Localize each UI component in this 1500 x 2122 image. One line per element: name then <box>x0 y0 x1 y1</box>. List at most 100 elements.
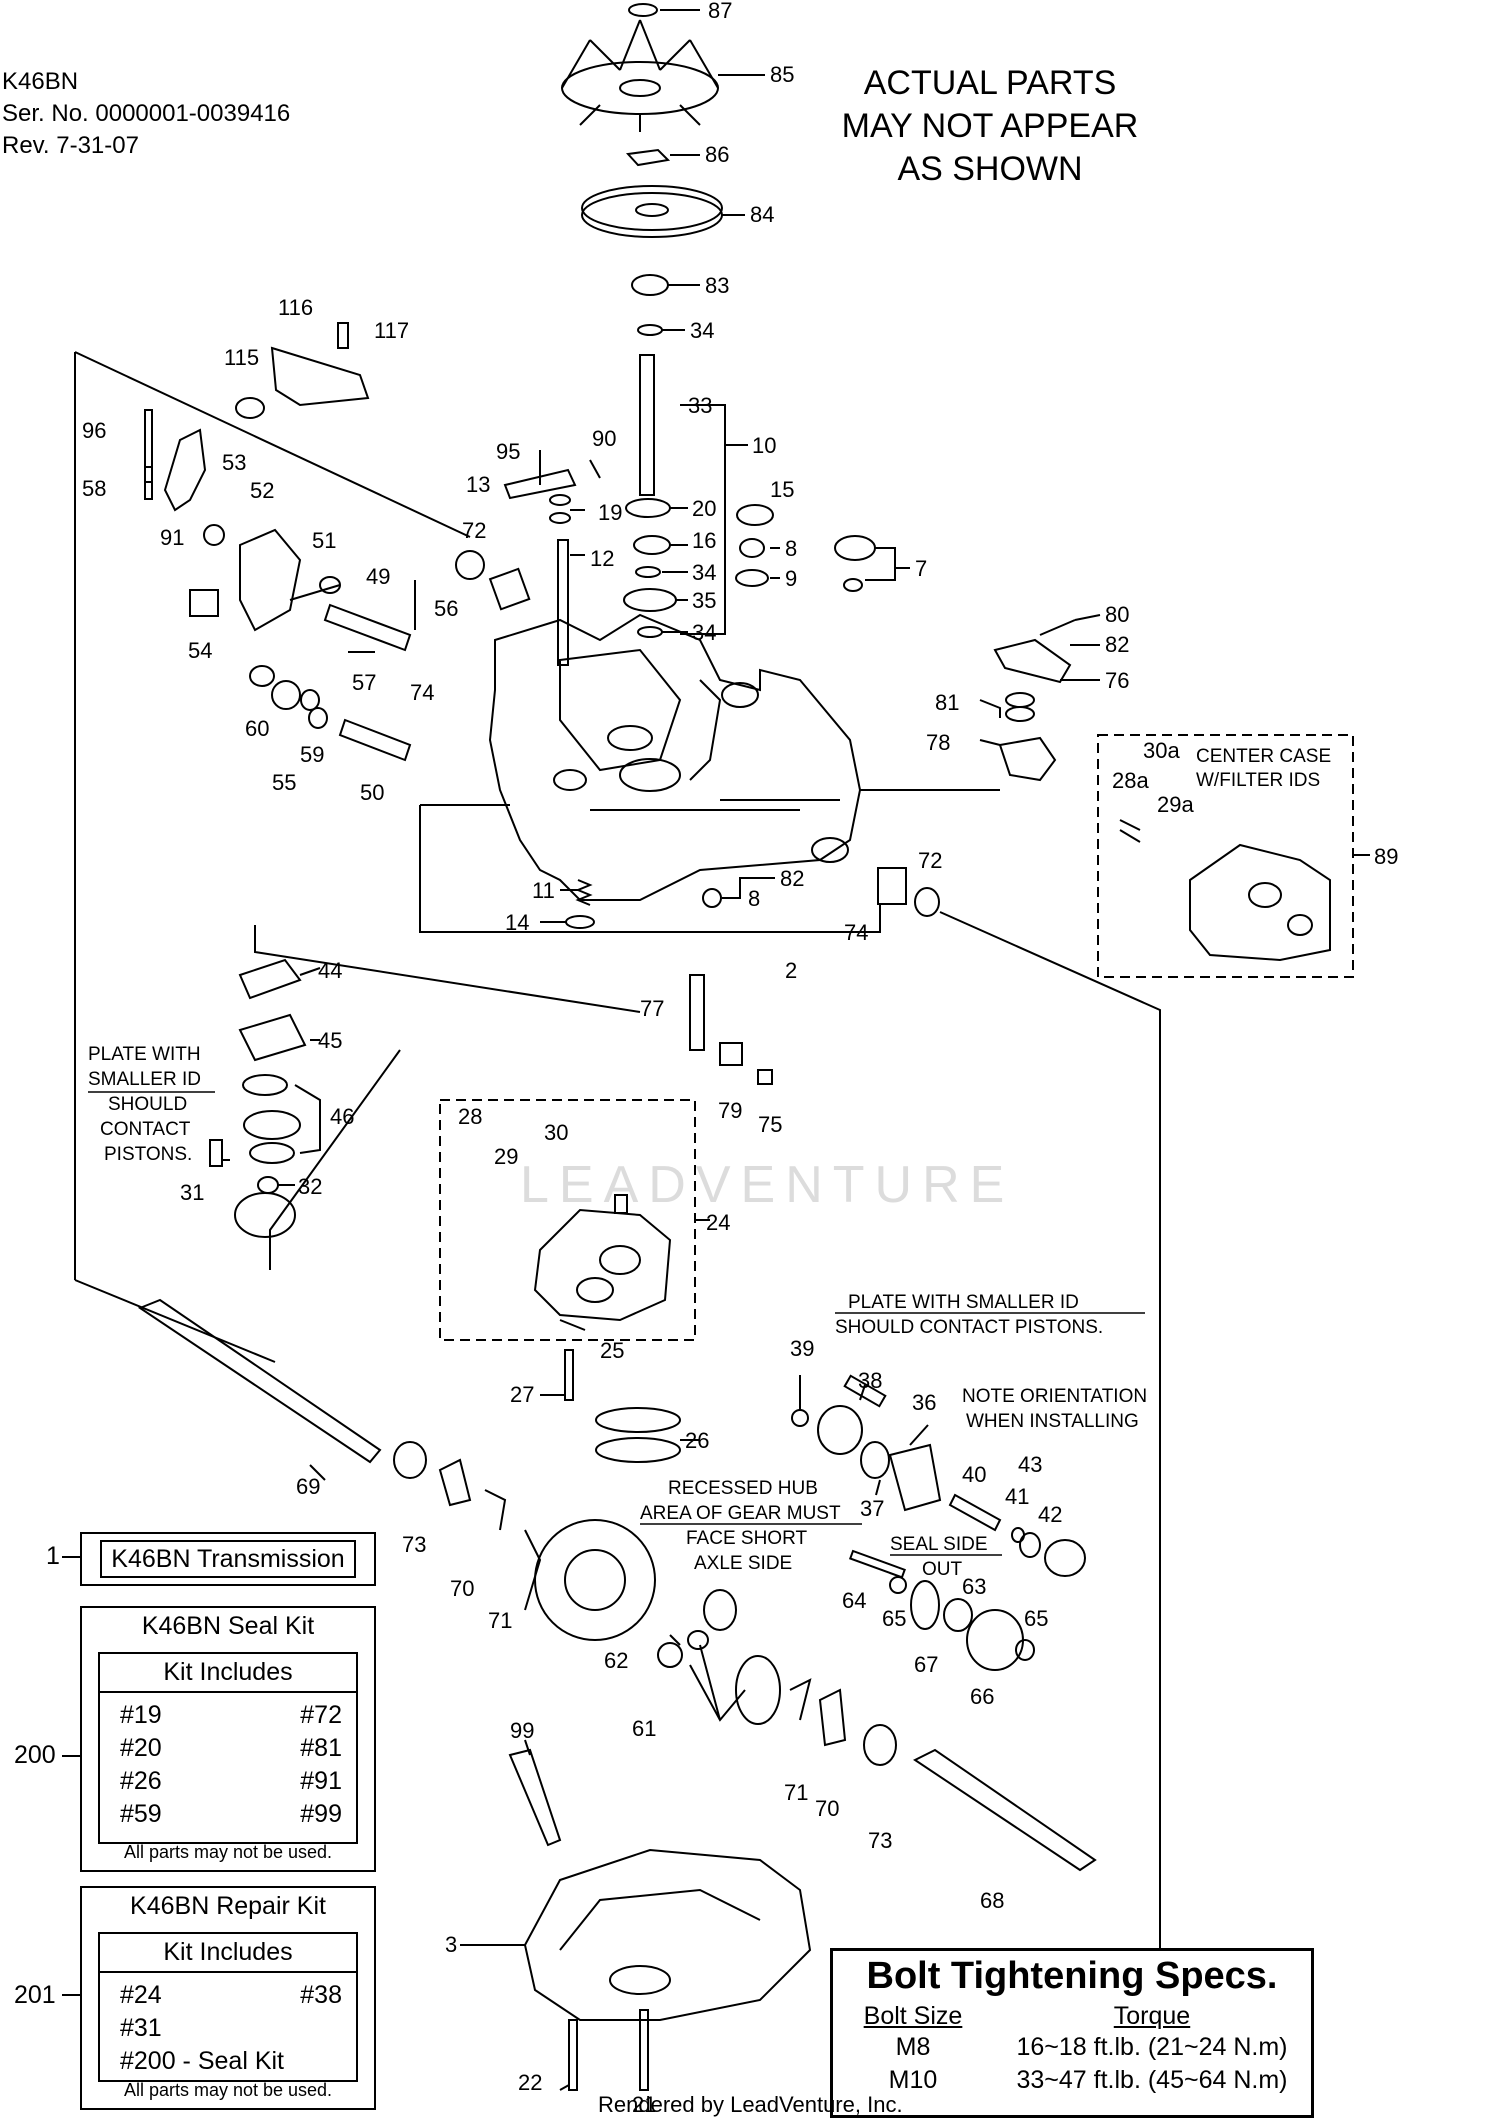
callout: 24 <box>706 1210 730 1235</box>
callout: 50 <box>360 780 384 805</box>
callout: 86 <box>705 142 729 167</box>
callout: 71 <box>488 1608 512 1633</box>
kit-item: #26 <box>120 1767 162 1795</box>
part-callouts: 87 85 86 84 83 34 33 10 95 90 13 19 20 1… <box>82 0 1398 2117</box>
seal-kit-ref-number: 200 <box>14 1741 56 1769</box>
callout: 85 <box>770 62 794 87</box>
callout: 54 <box>188 638 212 663</box>
callout: 20 <box>692 496 716 521</box>
callout: 51 <box>312 528 336 553</box>
callout: 77 <box>640 996 664 1021</box>
callout: 79 <box>718 1098 742 1123</box>
bolt-torque: 16~18 ft.lb. (21~24 N.m) <box>1016 2033 1288 2061</box>
callout: 60 <box>245 716 269 741</box>
bolt-spec-row: M8 16~18 ft.lb. (21~24 N.m) <box>833 2031 1311 2064</box>
callout: 42 <box>1038 1502 1062 1527</box>
bolt-spec-row: M10 33~47 ft.lb. (45~64 N.m) <box>833 2064 1311 2097</box>
notice-line: ACTUAL PARTS <box>863 64 1117 102</box>
callout: 8 <box>748 886 760 911</box>
note-plate-left: SMALLER ID <box>88 1069 201 1090</box>
callout: 40 <box>962 1462 986 1487</box>
transmission-label: K46BN Transmission <box>100 1540 356 1578</box>
callout: 78 <box>926 730 950 755</box>
kit-item: #24 <box>120 1981 162 2009</box>
kit-item: #59 <box>120 1800 162 1828</box>
callout: 69 <box>296 1474 320 1499</box>
bolt-specs-title: Bolt Tightening Specs. <box>866 1955 1278 1997</box>
kit-item: #72 <box>300 1701 342 1729</box>
callout: 63 <box>962 1574 986 1599</box>
note-seal-side: SEAL SIDE <box>890 1534 988 1555</box>
callout: 27 <box>510 1382 534 1407</box>
callout: 52 <box>250 478 274 503</box>
callout: 96 <box>82 418 106 443</box>
callout: 56 <box>434 596 458 621</box>
bolt-size-header: Bolt Size <box>863 2002 963 2030</box>
callout: 46 <box>330 1104 354 1129</box>
note-recessed-hub: AREA OF GEAR MUST <box>640 1503 841 1524</box>
note-center-case: CENTER CASE <box>1196 746 1331 767</box>
callout: 65 <box>1024 1606 1048 1631</box>
seal-kit-note: All parts may not be used. <box>123 1842 333 1862</box>
torque-header: Torque <box>1113 2002 1191 2030</box>
seal-kit-items: #19 #72 #20 #81 #26 #91 #59 #99 <box>100 1693 356 1831</box>
callout: 19 <box>598 500 622 525</box>
watermark: LEADVENTURE <box>520 1156 1014 1214</box>
callout: 75 <box>758 1112 782 1137</box>
callout: 91 <box>160 525 184 550</box>
callout: 9 <box>785 566 797 591</box>
note-recessed-hub: AXLE SIDE <box>694 1553 792 1574</box>
repair-kit-includes: Kit Includes <box>100 1934 356 1973</box>
callout: 117 <box>374 318 409 343</box>
callout: 95 <box>496 439 520 464</box>
callout: 80 <box>1105 602 1129 627</box>
seal-kit-box: K46BN Seal Kit Kit Includes #19 #72 #20 … <box>80 1606 376 1872</box>
transmission-ref-number: 1 <box>46 1542 60 1570</box>
kit-item: #38 <box>300 1981 342 2009</box>
callout: 82 <box>780 866 804 891</box>
callout: 66 <box>970 1684 994 1709</box>
callout: 7 <box>915 556 927 581</box>
callout: 116 <box>278 295 313 320</box>
transmission-box: K46BN Transmission <box>80 1532 376 1586</box>
callout: 58 <box>82 476 106 501</box>
callout: 74 <box>410 680 434 705</box>
callout: 115 <box>224 345 259 370</box>
callout: 12 <box>590 546 614 571</box>
seal-kit-includes: Kit Includes <box>100 1654 356 1693</box>
callout: 13 <box>466 472 490 497</box>
bolt-size: M10 <box>888 2066 938 2094</box>
bolt-size: M8 <box>895 2033 931 2061</box>
callout: 57 <box>352 670 376 695</box>
repair-kit-ref-number: 201 <box>14 1981 56 2009</box>
callout: 55 <box>272 770 296 795</box>
note-orientation: NOTE ORIENTATION <box>962 1386 1147 1407</box>
callout: 8 <box>785 536 797 561</box>
notice-line: AS SHOWN <box>897 150 1083 188</box>
callout: 62 <box>604 1648 628 1673</box>
callout: 73 <box>868 1828 892 1853</box>
note-seal-side: OUT <box>922 1559 963 1580</box>
note-plate-left: PISTONS. <box>104 1144 192 1165</box>
repair-kit-box: K46BN Repair Kit Kit Includes #24 #31 #2… <box>80 1886 376 2110</box>
callout: 74 <box>844 920 868 945</box>
callout: 76 <box>1105 668 1129 693</box>
callout: 87 <box>708 0 732 23</box>
callout: 99 <box>510 1718 534 1743</box>
kit-item: #81 <box>300 1734 342 1762</box>
callout: 34 <box>690 318 714 343</box>
callout: 73 <box>402 1532 426 1557</box>
callout: 15 <box>770 477 794 502</box>
kit-item: #31 <box>120 2014 162 2042</box>
kit-item: #19 <box>120 1701 162 1729</box>
repair-kit-contents: Kit Includes #24 #31 #200 - Seal Kit #38 <box>98 1932 358 2082</box>
bolt-specs-table: Bolt Tightening Specs. Bolt Size Torque … <box>830 1948 1314 2118</box>
kit-item: #91 <box>300 1767 342 1795</box>
callout: 70 <box>815 1796 839 1821</box>
note-plate-left: SHOULD <box>108 1094 187 1115</box>
repair-kit-title: K46BN Repair Kit <box>130 1892 326 1920</box>
note-center-case: W/FILTER IDS <box>1196 770 1320 791</box>
serial-label: Ser. No. 0000001-0039416 <box>2 100 291 127</box>
callout: 81 <box>935 690 959 715</box>
callout: 31 <box>180 1180 204 1205</box>
